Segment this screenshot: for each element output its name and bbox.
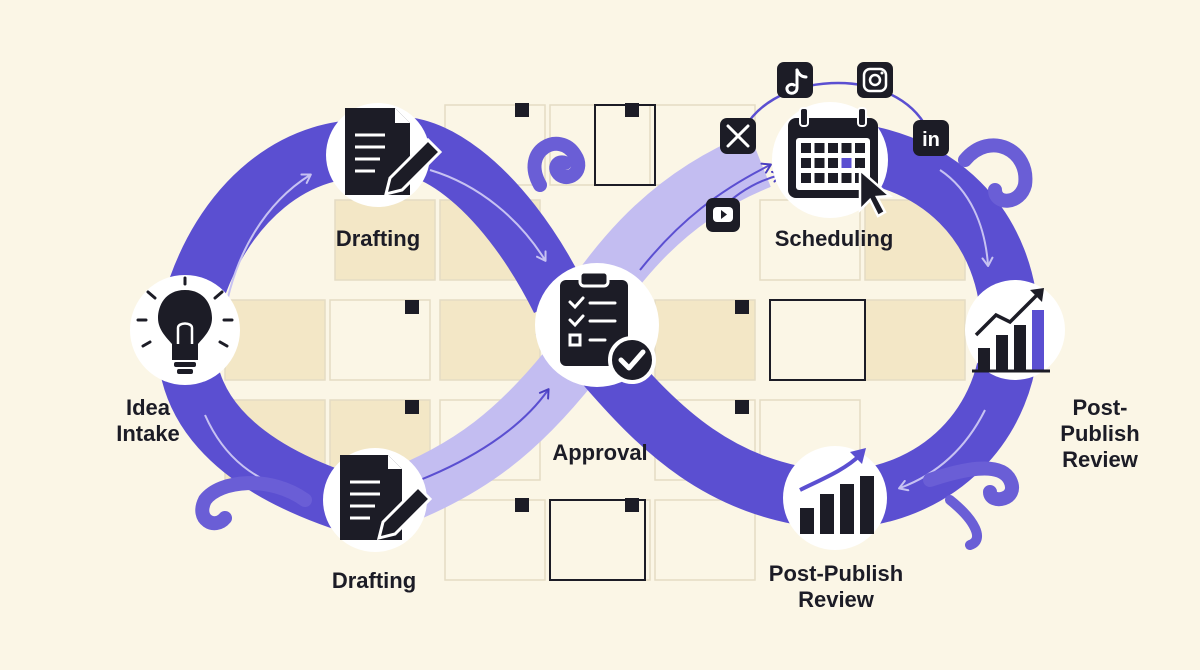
calendar-day-cell	[801, 158, 811, 168]
node-postpub-bottom	[783, 446, 887, 550]
grid-corner-mark	[735, 400, 749, 414]
grid-corner-mark	[515, 498, 529, 512]
node-scheduling	[772, 102, 894, 218]
tentacle-bottom-right	[923, 461, 1019, 507]
tentacle-bottom-right-2	[945, 495, 982, 550]
grid-tile	[334, 199, 436, 281]
x-icon	[720, 118, 756, 154]
calendar-day-cell	[814, 173, 825, 183]
grid-corner-mark	[405, 300, 419, 314]
social-icons: in	[706, 62, 949, 232]
youtube-icon	[706, 198, 740, 232]
instagram-icon	[857, 62, 893, 98]
flow-arrow-light-up	[639, 162, 772, 271]
grid-tile-outline	[769, 299, 866, 381]
grid-corner-mark	[515, 103, 529, 117]
label-idea-intake: Idea Intake	[116, 395, 180, 446]
label-scheduling: Scheduling	[774, 226, 894, 251]
node-approval	[535, 263, 659, 387]
bar-chart-trend-icon	[799, 448, 874, 534]
loop-band-right-lobe	[577, 121, 1040, 530]
tentacle-bottom-left	[195, 476, 312, 531]
grid-corner-mark	[625, 103, 639, 117]
grid-tile	[224, 299, 326, 381]
node-drafting-bottom	[323, 448, 433, 552]
flow-arrow-top-right	[429, 169, 547, 262]
calendar-day-cell	[828, 143, 838, 153]
calendar-day-cell	[801, 173, 811, 183]
calendar-day-cell	[841, 143, 852, 153]
svg-text:in: in	[922, 129, 940, 151]
lightbulb-icon	[136, 276, 234, 374]
bar-chart-trend-icon	[972, 288, 1050, 373]
grid-tile	[769, 299, 866, 381]
label-drafting-top: Drafting	[335, 226, 421, 251]
label-approval: Approval	[552, 440, 648, 465]
node-idea-intake	[130, 275, 240, 385]
calendar-day-cell	[841, 173, 852, 183]
document-pencil-icon	[345, 108, 443, 197]
grid-corner-mark	[735, 300, 749, 314]
flow-arrow-bottom-up	[419, 388, 550, 481]
tentacles	[195, 136, 1033, 550]
grid-corner-mark	[405, 400, 419, 414]
calendar-day-cell	[855, 158, 865, 168]
grid-tile-outline	[549, 499, 646, 581]
document-pencil-icon	[340, 455, 433, 541]
tiktok-icon	[777, 62, 813, 98]
loop-band-left-lobe	[157, 116, 586, 538]
flow-arrow-right-bottom	[898, 409, 986, 492]
grid-tile	[329, 299, 431, 381]
tentacle-top-right	[958, 138, 1033, 208]
calendar-day-cell	[814, 143, 825, 153]
grid-tile	[654, 499, 756, 581]
calendar-day-cell	[855, 143, 865, 153]
flow-arrow-right-down	[939, 169, 994, 267]
calendar-day-cell	[814, 158, 825, 168]
label-postpub-right: Post-Publish Review	[1060, 395, 1140, 472]
grid-tile	[439, 299, 541, 381]
social-orbit-arc	[738, 81, 932, 141]
grid-tile	[864, 299, 966, 381]
grid-corner-mark	[625, 498, 639, 512]
clipboard-check-icon	[560, 270, 656, 384]
linkedin-icon: in	[913, 120, 949, 156]
calendar-day-cell	[828, 173, 838, 183]
calendar-day-cell	[828, 158, 838, 168]
tentacle-top-left	[527, 136, 586, 192]
calendar-cursor-icon	[788, 107, 894, 218]
calendar-day-cell	[841, 158, 852, 168]
label-postpub-bottom: Post-Publish Review	[768, 561, 904, 612]
node-drafting-top	[326, 103, 443, 207]
grid-tile	[444, 499, 546, 581]
grid-tile-outline	[594, 104, 656, 186]
label-drafting-bottom: Drafting	[331, 568, 417, 593]
node-postpub-right	[965, 280, 1065, 380]
calendar-day-cell	[801, 143, 811, 153]
